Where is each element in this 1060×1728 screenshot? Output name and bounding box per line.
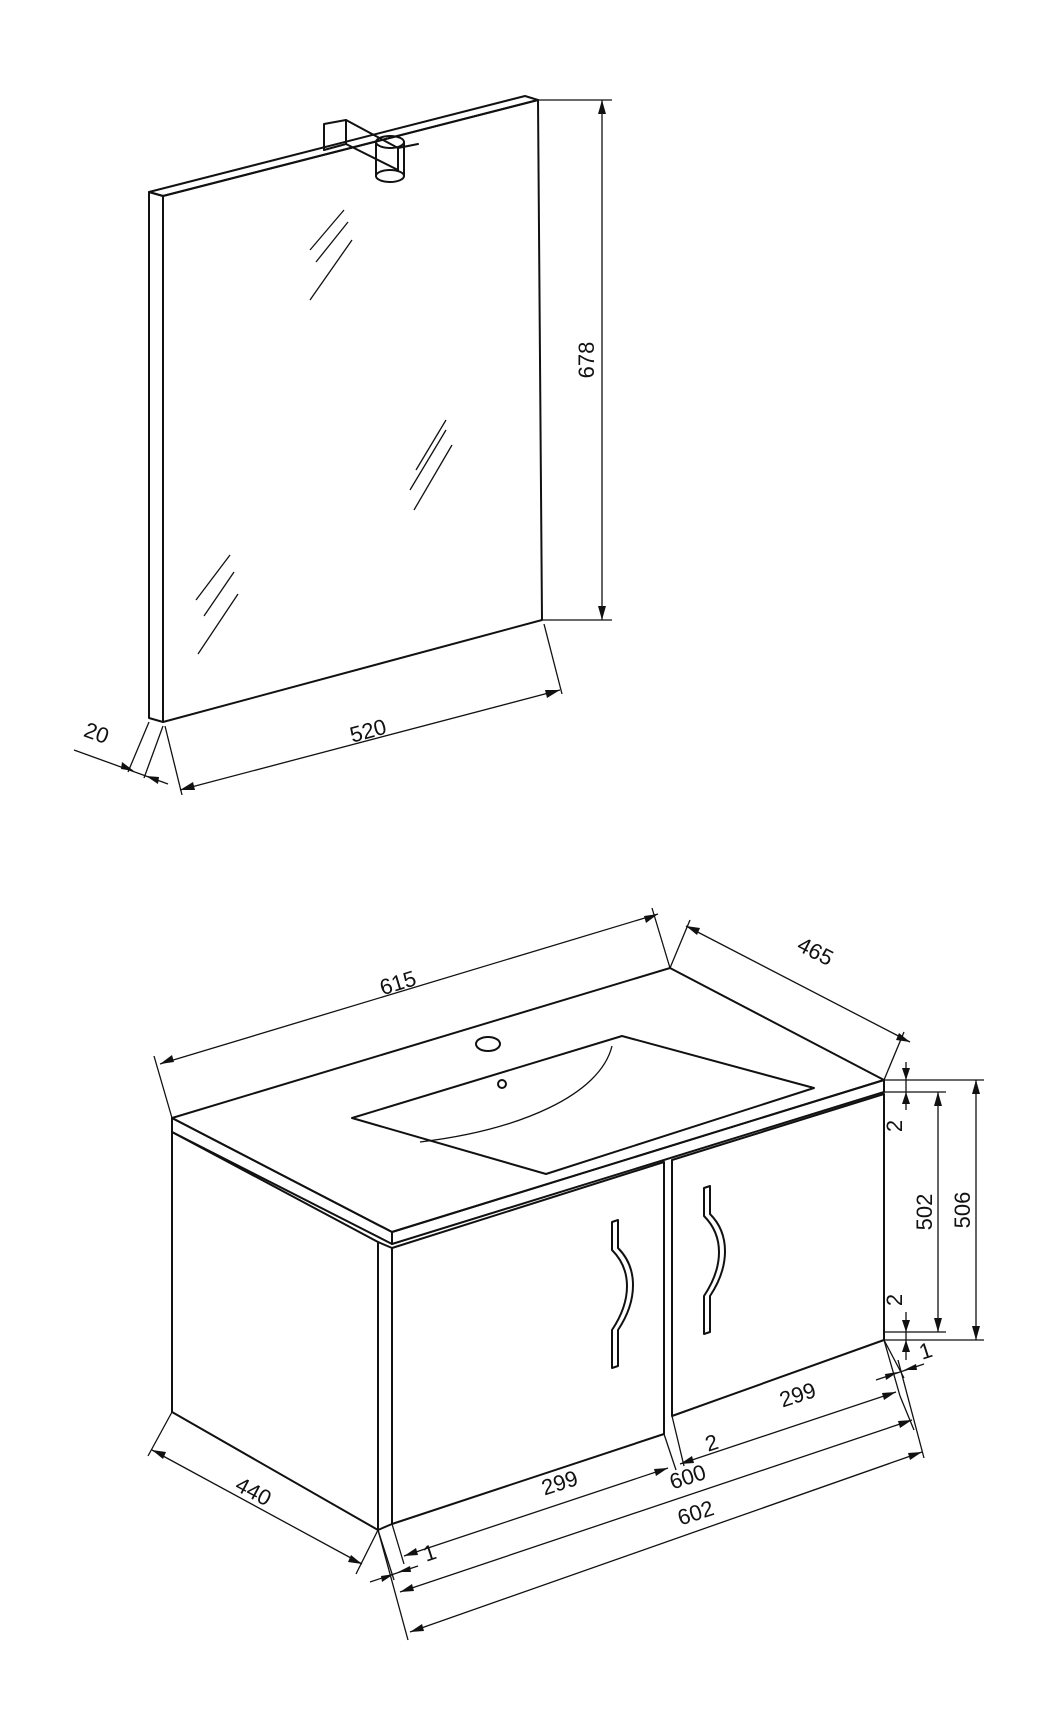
vanity-top-width-label: 615 xyxy=(377,966,419,1001)
vanity-left-door xyxy=(391,1161,665,1525)
mirror-height-dimension: 678 xyxy=(538,99,612,621)
vanity-door-gap-label: 2 xyxy=(702,1429,721,1457)
mirror-lamp-icon xyxy=(323,119,419,183)
vanity-right-door-width-label: 299 xyxy=(776,1377,819,1412)
vanity-body-width-label: 602 xyxy=(674,1495,717,1530)
vanity-height-dimensions: 2 502 506 2 xyxy=(882,1062,984,1360)
mirror-reflection-marks xyxy=(195,209,453,655)
vanity-left-offset-label: 1 xyxy=(420,1539,439,1567)
mirror-top-edge xyxy=(148,95,539,197)
mirror-width-dimension: 520 xyxy=(164,623,563,796)
vanity-top-depth-label: 465 xyxy=(793,932,837,971)
vanity-top-gap-label: 2 xyxy=(882,1120,907,1132)
mirror-front-face xyxy=(162,99,543,723)
mirror-width-label: 520 xyxy=(347,714,389,748)
vanity-doors-total-label: 600 xyxy=(666,1459,709,1494)
vanity-right-door xyxy=(671,1093,885,1417)
vanity-left-side-panel xyxy=(171,1131,379,1531)
vanity-countertop-front-edge xyxy=(171,1117,393,1245)
door-handle-right-icon xyxy=(703,1185,726,1335)
vanity-left-door-width-label: 299 xyxy=(538,1465,581,1500)
vanity-body-depth-dimension: 440 xyxy=(147,1411,379,1575)
vanity-bottom-gap-label: 2 xyxy=(882,1294,907,1306)
vanity-body-width-dimension: 602 xyxy=(377,1359,925,1641)
vanity-body-depth-label: 440 xyxy=(231,1472,275,1511)
mirror-depth-dimension: 20 xyxy=(73,717,169,785)
mirror-height-label: 678 xyxy=(574,342,599,379)
vanity-body-height-label: 502 xyxy=(912,1194,937,1231)
mirror-depth-label: 20 xyxy=(81,717,113,749)
vanity-basin xyxy=(351,1035,815,1175)
mirror-side-edge xyxy=(148,191,164,723)
vanity-total-height-label: 506 xyxy=(950,1192,975,1229)
vanity-top-depth-dimension: 465 xyxy=(669,919,911,1081)
tap-hole-icon xyxy=(475,1036,501,1052)
vanity-right-offset-label: 1 xyxy=(916,1337,935,1365)
mirror: 678 520 20 xyxy=(73,95,612,796)
vanity-doors-total-dimension: 600 xyxy=(399,1395,915,1593)
vanity: 615 465 440 2 xyxy=(147,907,984,1641)
vanity-top-width-dimension: 615 xyxy=(153,907,671,1119)
drain-icon xyxy=(497,1079,507,1089)
vanity-door-width-dimensions: 299 299 2 xyxy=(391,1339,901,1565)
door-handle-left-icon xyxy=(611,1219,634,1369)
vanity-countertop-right-edge xyxy=(391,1079,885,1245)
